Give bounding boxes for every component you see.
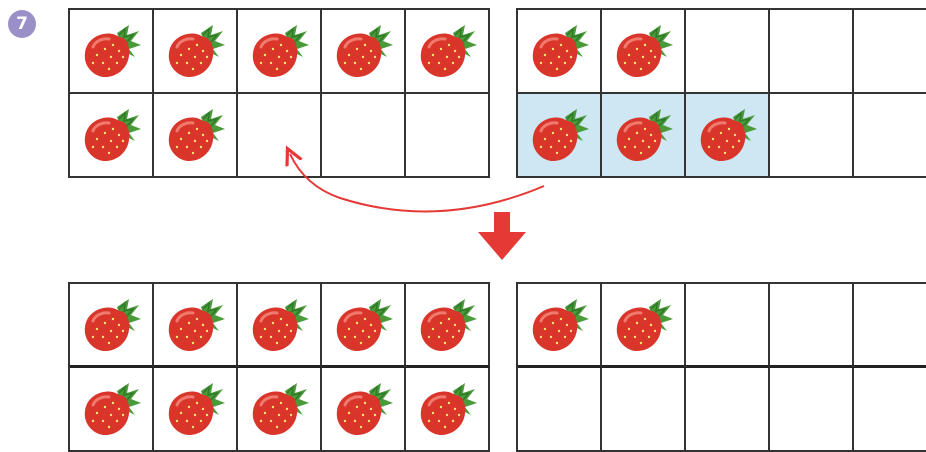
ten-frame-cell	[322, 10, 406, 94]
ten-frame-cell	[406, 368, 490, 452]
strawberry-icon	[79, 295, 143, 355]
strawberry-icon	[611, 21, 675, 81]
ten-frame-cell	[322, 284, 406, 368]
ten-frame-cell	[322, 368, 406, 452]
ten-frame-cell	[154, 10, 238, 94]
strawberry-icon	[415, 379, 479, 439]
strawberry-icon	[79, 105, 143, 165]
ten-frame-cell	[154, 94, 238, 178]
ten-frame-cell	[770, 284, 854, 368]
ten-frame-cell	[70, 284, 154, 368]
ten-frame-cell	[154, 284, 238, 368]
ten-frame-cell	[854, 368, 926, 452]
ten-frame-cell	[854, 284, 926, 368]
strawberry-icon	[163, 105, 227, 165]
ten-frame-cell	[770, 10, 854, 94]
ten-frame-cell	[686, 284, 770, 368]
strawberry-icon	[79, 21, 143, 81]
strawberry-icon	[331, 379, 395, 439]
ten-frame-cell	[854, 94, 926, 178]
ten-frame-cell	[602, 368, 686, 452]
ten-frame-cell	[406, 94, 490, 178]
ten-frame-cell	[70, 368, 154, 452]
strawberry-icon	[415, 21, 479, 81]
ten-frame-cell	[686, 94, 770, 178]
ten-frame-top-right	[516, 8, 926, 178]
ten-frame-cell	[238, 368, 322, 452]
strawberry-icon	[527, 21, 591, 81]
ten-frame-cell	[322, 94, 406, 178]
problem-number-badge: 7	[8, 10, 36, 38]
strawberry-icon	[695, 105, 759, 165]
strawberry-icon	[79, 379, 143, 439]
ten-frame-cell	[406, 10, 490, 94]
ten-frame-cell	[70, 94, 154, 178]
strawberry-icon	[163, 379, 227, 439]
ten-frame-cell	[238, 94, 322, 178]
ten-frame-cell	[518, 10, 602, 94]
ten-frame-cell	[602, 94, 686, 178]
strawberry-icon	[163, 21, 227, 81]
strawberry-icon	[163, 295, 227, 355]
ten-frame-cell	[602, 284, 686, 368]
strawberry-icon	[527, 295, 591, 355]
ten-frame-cell	[238, 10, 322, 94]
ten-frame-cell	[854, 10, 926, 94]
ten-frame-cell	[770, 94, 854, 178]
ten-frame-cell	[686, 368, 770, 452]
strawberry-icon	[415, 295, 479, 355]
ten-frame-cell	[518, 94, 602, 178]
strawberry-icon	[611, 105, 675, 165]
ten-frame-cell	[518, 284, 602, 368]
strawberry-icon	[247, 379, 311, 439]
strawberry-icon	[527, 105, 591, 165]
ten-frame-cell	[238, 284, 322, 368]
ten-frame-cell	[406, 284, 490, 368]
ten-frame-cell	[70, 10, 154, 94]
ten-frame-bottom-left	[68, 282, 490, 452]
down-arrow-icon	[478, 212, 526, 260]
strawberry-icon	[331, 295, 395, 355]
ten-frame-cell	[154, 368, 238, 452]
ten-frame-cell	[518, 368, 602, 452]
ten-frame-cell	[686, 10, 770, 94]
ten-frame-cell	[602, 10, 686, 94]
strawberry-icon	[247, 21, 311, 81]
ten-frame-bottom-right	[516, 282, 926, 452]
strawberry-icon	[331, 21, 395, 81]
ten-frame-cell	[770, 368, 854, 452]
ten-frame-top-left	[68, 8, 490, 178]
strawberry-icon	[247, 295, 311, 355]
strawberry-icon	[611, 295, 675, 355]
